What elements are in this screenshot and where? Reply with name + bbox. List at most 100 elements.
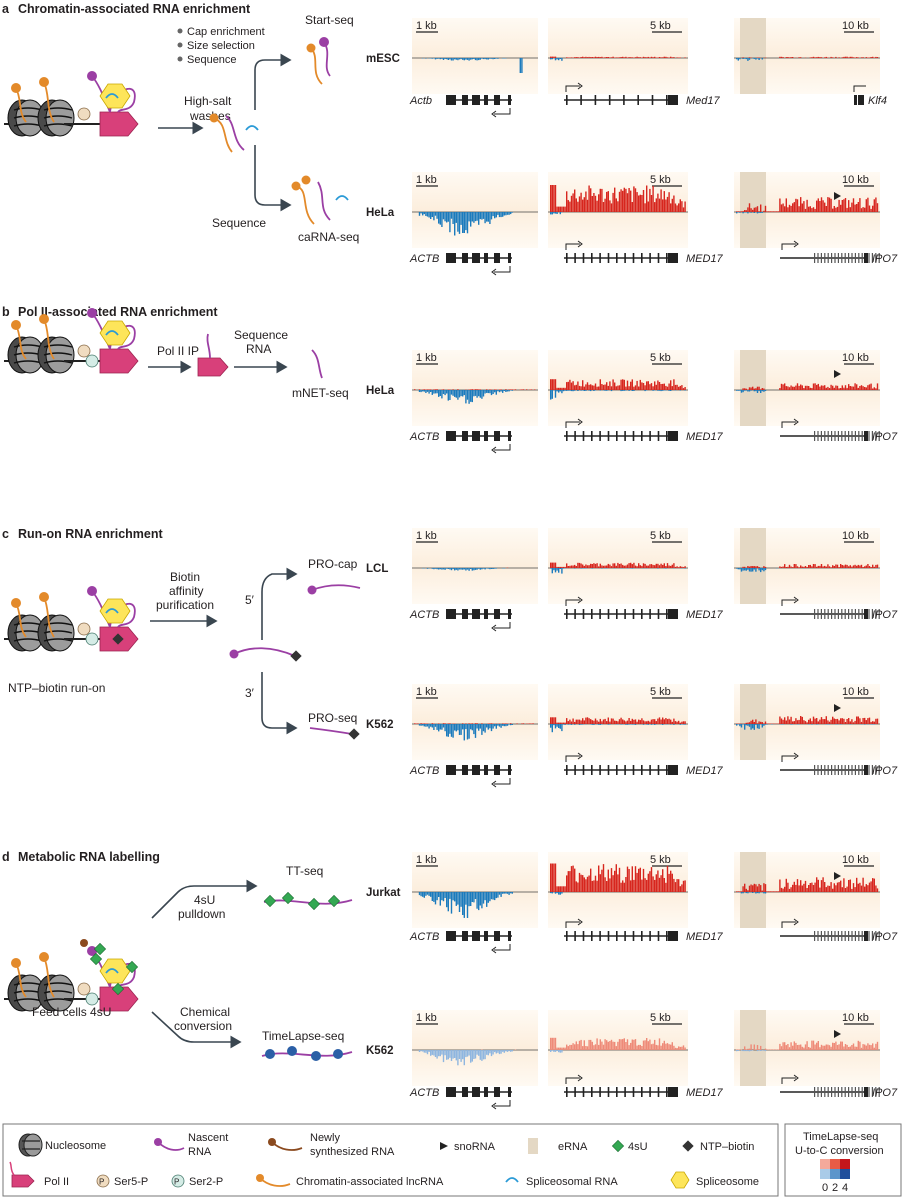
- gene-exon: [827, 609, 829, 619]
- antisense-signal-bar: [452, 568, 454, 570]
- sense-signal-bar: [761, 890, 763, 892]
- sense-signal-bar: [808, 885, 810, 892]
- sense-signal-bar: [679, 57, 681, 58]
- antisense-signal-bar: [554, 58, 557, 61]
- antisense-signal-bar: [468, 568, 470, 571]
- antisense-signal-bar: [444, 390, 446, 396]
- sense-signal-bar: [598, 1044, 600, 1050]
- sense-signal-bar: [835, 207, 837, 212]
- sense-signal-bar: [471, 389, 473, 390]
- sense-signal-bar: [623, 57, 625, 58]
- sense-signal-bar: [586, 876, 589, 892]
- sense-signal-bar: [872, 878, 874, 892]
- released-rna-a: [209, 113, 259, 153]
- antisense-signal-bar: [436, 568, 438, 570]
- sense-signal-bar: [580, 57, 582, 58]
- sense-signal-bar: [825, 206, 827, 212]
- sense-signal-bar: [673, 195, 675, 212]
- nucleosome-icon: [37, 614, 75, 652]
- 4su-icon: [93, 942, 107, 956]
- gene-exon: [868, 431, 870, 441]
- sense-signal-bar: [601, 384, 603, 390]
- sense-signal-bar: [787, 57, 789, 58]
- sense-signal-bar: [634, 719, 637, 724]
- sense-signal-bar: [570, 382, 573, 390]
- sense-signal-bar: [838, 1044, 840, 1050]
- sense-signal-bar: [769, 211, 771, 213]
- tss-arrowhead: [577, 918, 583, 926]
- antisense-signal-bar: [489, 892, 491, 902]
- sense-signal-bar: [793, 386, 795, 390]
- sense-signal-bar: [835, 1041, 837, 1050]
- sense-signal-bar: [660, 875, 662, 892]
- antisense-signal-bar: [463, 568, 465, 570]
- antisense-signal-bar: [508, 724, 510, 725]
- antisense-signal-bar: [756, 390, 759, 393]
- sense-signal-bar: [572, 565, 574, 568]
- sense-signal-bar: [787, 566, 789, 568]
- sense-signal-bar: [760, 721, 762, 724]
- sense-signal-bar: [634, 57, 637, 58]
- tss-arrow: [494, 778, 511, 785]
- gene-name: IPO7: [872, 931, 898, 943]
- antisense-signal-bar: [441, 390, 443, 399]
- sense-signal-bar: [819, 565, 821, 568]
- sense-signal-bar: [865, 565, 867, 568]
- antisense-signal-bar: [439, 58, 441, 60]
- sense-signal-bar: [827, 564, 829, 568]
- antisense-signal-bar: [682, 724, 685, 725]
- sense-signal-bar: [414, 389, 416, 390]
- tss-arrowhead: [793, 596, 799, 604]
- sense-signal-bar: [748, 203, 751, 212]
- sense-signal-bar: [654, 202, 656, 212]
- sense-signal-bar: [876, 1041, 879, 1050]
- sense-signal-bar: [864, 207, 866, 212]
- antisense-signal-bar: [434, 58, 437, 60]
- antisense-signal-bar: [760, 568, 762, 573]
- track-background: [412, 1010, 538, 1086]
- antisense-signal-bar: [450, 212, 453, 219]
- legend-spliceo-rna-icon: [505, 1177, 519, 1183]
- sense-signal-bar: [860, 1047, 863, 1050]
- cell-line-label: K562: [366, 719, 394, 731]
- antisense-signal-bar: [457, 892, 459, 905]
- sense-signal-bar: [787, 1044, 789, 1050]
- sense-signal-bar: [846, 564, 848, 568]
- sense-signal-bar: [550, 56, 552, 58]
- gene-exon: [632, 931, 635, 941]
- antisense-signal-bar: [684, 568, 686, 569]
- sense-signal-bar: [800, 565, 802, 568]
- antisense-signal-bar: [452, 724, 454, 738]
- antisense-signal-bar: [652, 390, 654, 391]
- antisense-signal-bar: [476, 212, 478, 221]
- sense-signal-bar: [806, 199, 808, 212]
- track-background: [412, 528, 538, 604]
- sense-signal-bar: [868, 882, 871, 892]
- sense-signal-bar: [785, 878, 787, 892]
- sense-signal-bar: [801, 885, 803, 892]
- gene-exon: [582, 765, 585, 775]
- gene-exon: [616, 765, 618, 775]
- sense-signal-bar: [614, 382, 616, 390]
- sense-signal-bar: [614, 563, 616, 568]
- antisense-signal-bar: [760, 1050, 762, 1051]
- sense-signal-bar: [844, 385, 847, 390]
- gene-exon: [472, 1087, 480, 1097]
- sense-signal-bar: [593, 57, 595, 58]
- gene-exon: [854, 95, 857, 105]
- sense-signal-bar: [838, 199, 840, 212]
- sense-signal-bar: [764, 57, 767, 58]
- antisense-signal-bar: [431, 1050, 433, 1055]
- antisense-signal-bar: [752, 1050, 754, 1051]
- antisense-signal-bar: [750, 1050, 752, 1051]
- tss-arrow: [494, 108, 511, 115]
- sense-signal-bar: [633, 386, 635, 390]
- gene-exon: [641, 431, 643, 441]
- sense-signal-bar: [609, 564, 611, 568]
- sense-signal-bar: [828, 388, 831, 390]
- sense-signal-bar: [670, 870, 672, 892]
- antisense-signal-bar: [508, 892, 510, 895]
- sense-signal-bar: [790, 385, 792, 390]
- antisense-signal-bar: [426, 892, 429, 895]
